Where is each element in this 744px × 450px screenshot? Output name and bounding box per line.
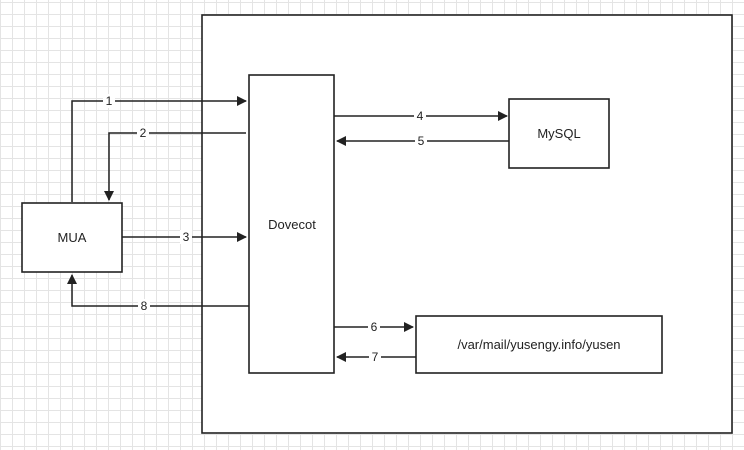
edge-8-line (67, 274, 249, 307)
mua-label: MUA (58, 230, 87, 245)
edge-2-line (104, 132, 246, 201)
edge-5-label: 5 (418, 134, 425, 148)
edge-2-label: 2 (140, 126, 147, 140)
edge-1-line (71, 96, 247, 202)
edge-4-label: 4 (417, 109, 424, 123)
dovecot-label: Dovecot (268, 217, 316, 232)
maildir-label: /var/mail/yusengy.info/yusen (457, 337, 620, 352)
edge-8-label: 8 (141, 299, 148, 313)
edge-3-label: 3 (183, 230, 190, 244)
mysql-label: MySQL (537, 126, 580, 141)
dovecot-node (248, 74, 335, 374)
edge-1-label: 1 (106, 94, 113, 108)
maildir-node (415, 315, 663, 374)
edge-6-label: 6 (371, 320, 378, 334)
mua-node (21, 202, 123, 273)
mysql-node (508, 98, 610, 169)
edge-7-label: 7 (372, 350, 379, 364)
